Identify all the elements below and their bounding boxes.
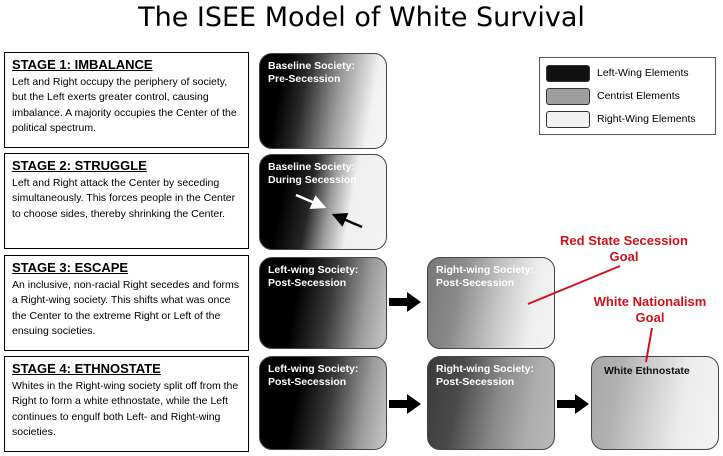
stage-1-box: STAGE 1: IMBALANCE Left and Right occupy… — [4, 52, 249, 148]
society-label: White Ethnostate — [604, 365, 690, 377]
right-arrow-icon — [389, 394, 421, 414]
society-label: Baseline Society: During Secession — [268, 161, 357, 186]
page-title: The ISEE Model of White Survival — [138, 2, 585, 33]
legend-swatch — [546, 88, 590, 105]
society-label: Left-wing Society: Post-Secession — [268, 363, 359, 388]
stage-2-box: STAGE 2: STRUGGLE Left and Right attack … — [4, 153, 249, 249]
stage-2-heading: STAGE 2: STRUGGLE — [12, 158, 147, 173]
legend-swatch — [546, 111, 590, 128]
red-state-secession-goal-label: Red State Secession Goal — [560, 233, 688, 264]
society-white-ethnostate: White Ethnostate — [591, 356, 719, 450]
stage-3-heading: STAGE 3: ESCAPE — [12, 260, 129, 275]
right-attack-arrow — [331, 213, 363, 229]
society-label: Baseline Society: Pre-Secession — [268, 60, 355, 85]
secession-arrows — [295, 193, 363, 229]
white-nationalism-goal-label: White Nationalism Goal — [593, 294, 707, 325]
legend-label: Right-Wing Elements — [597, 113, 696, 125]
stage-3-box: STAGE 3: ESCAPE An inclusive, non-racial… — [4, 255, 249, 351]
stage-1-heading: STAGE 1: IMBALANCE — [12, 57, 153, 72]
society-left-wing-stage-4: Left-wing Society: Post-Secession — [259, 356, 387, 450]
society-baseline-during-secession: Baseline Society: During Secession — [259, 154, 387, 250]
society-right-wing-stage-3: Right-wing Society: Post-Secession — [427, 257, 555, 349]
right-arrow-icon — [557, 394, 589, 414]
stage-2-text: Left and Right attack the Center by sece… — [12, 177, 236, 220]
society-right-wing-stage-4: Right-wing Society: Post-Secession — [427, 356, 555, 450]
society-label: Right-wing Society: Post-Secession — [436, 363, 534, 388]
left-attack-arrow — [295, 193, 327, 209]
society-label: Left-wing Society: Post-Secession — [268, 264, 359, 289]
legend: Left-Wing Elements Centrist Elements Rig… — [539, 57, 716, 135]
stage-4-text: Whites in the Right-wing society split o… — [12, 380, 239, 438]
stage-3-text: An inclusive, non-racial Right secedes a… — [12, 279, 240, 337]
stage-4-heading: STAGE 4: ETHNOSTATE — [12, 361, 161, 376]
right-arrow-icon — [389, 292, 421, 312]
society-baseline-pre-secession: Baseline Society: Pre-Secession — [259, 53, 387, 149]
stage-4-box: STAGE 4: ETHNOSTATE Whites in the Right-… — [4, 356, 249, 452]
legend-swatch — [546, 65, 590, 82]
stage-1-text: Left and Right occupy the periphery of s… — [12, 76, 237, 134]
society-left-wing-stage-3: Left-wing Society: Post-Secession — [259, 257, 387, 349]
legend-label: Centrist Elements — [597, 90, 680, 102]
society-label: Right-wing Society: Post-Secession — [436, 264, 534, 289]
legend-label: Left-Wing Elements — [597, 67, 689, 79]
